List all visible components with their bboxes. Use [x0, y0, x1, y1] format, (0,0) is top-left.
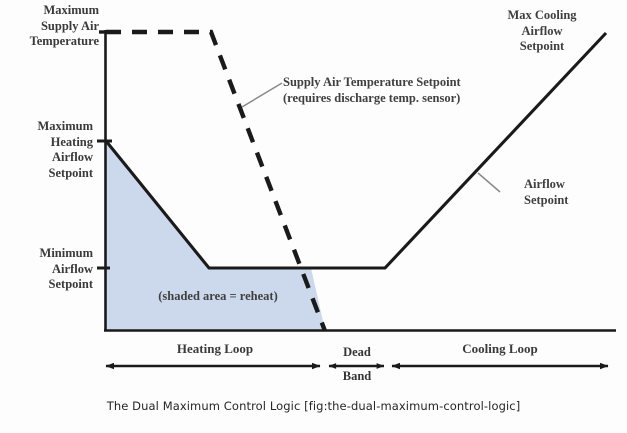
- shaded-reheat-area: [106, 141, 325, 330]
- label-max-heating-airflow-setpoint-line1: Maximum: [37, 119, 93, 133]
- label-max-cooling-airflow-setpoint: Max Cooling Airflow Setpoint: [487, 8, 597, 55]
- label-max-supply-air-temperature-line3: Temperature: [29, 34, 99, 48]
- label-max-cooling-airflow-setpoint-line2: Airflow: [521, 23, 563, 38]
- label-heating-loop: Heating Loop: [176, 341, 254, 356]
- label-airflow-setpoint: Airflow Setpoint: [524, 177, 568, 208]
- label-max-cooling-airflow-setpoint-line3: Setpoint: [519, 39, 565, 53]
- supply-air-temperature-setpoint-curve: [106, 29, 328, 332]
- label-supply-air-temperature-setpoint-line1: Supply Air Temperature Setpoint: [283, 75, 461, 89]
- label-max-supply-air-temperature: Maximum Supply Air Temperature: [0, 3, 99, 50]
- label-airflow-setpoint-line2: Setpoint: [524, 192, 569, 207]
- label-max-heating-airflow-setpoint: Maximum Heating Airflow Setpoint: [0, 119, 93, 181]
- label-max-heating-airflow-setpoint-line2: Heating: [50, 134, 93, 149]
- label-airflow-setpoint-line1: Airflow: [524, 177, 565, 191]
- dual-maximum-control-logic-diagram: Maximum Supply Air Temperature Maximum H…: [0, 3, 616, 383]
- label-max-cooling-airflow-setpoint-line1: Max Cooling: [507, 8, 577, 22]
- leader-line-airflow-setpoint: [477, 172, 501, 193]
- airflow-setpoint-curve: [104, 31, 608, 270]
- label-max-heating-airflow-setpoint-line4: Setpoint: [48, 165, 93, 180]
- leader-line-supply-air-temp-setpoint: [241, 82, 283, 108]
- label-min-airflow-setpoint-line1: Minimum: [39, 246, 93, 260]
- label-max-supply-air-temperature-line1: Maximum: [43, 3, 99, 17]
- label-min-airflow-setpoint-line2: Airflow: [52, 261, 93, 276]
- label-supply-air-temperature-setpoint: Supply Air Temperature Setpoint (require…: [283, 75, 461, 106]
- figure-caption: The Dual Maximum Control Logic [fig:the-…: [106, 399, 521, 413]
- label-max-heating-airflow-setpoint-line3: Airflow: [52, 150, 93, 164]
- label-supply-air-temperature-setpoint-line2: (requires discharge temp. sensor): [283, 90, 461, 105]
- label-dead-band-line2: Band: [342, 369, 372, 383]
- label-max-supply-air-temperature-line2: Supply Air: [40, 18, 99, 33]
- label-min-airflow-setpoint-line3: Setpoint: [48, 277, 93, 291]
- label-dead-band-line1: Dead: [343, 345, 371, 359]
- label-min-airflow-setpoint: Minimum Airflow Setpoint: [0, 246, 93, 293]
- diagram-svg: [97, 29, 616, 370]
- label-shaded-area-reheat: (shaded area = reheat): [158, 289, 278, 303]
- label-cooling-loop: Cooling Loop: [462, 341, 538, 356]
